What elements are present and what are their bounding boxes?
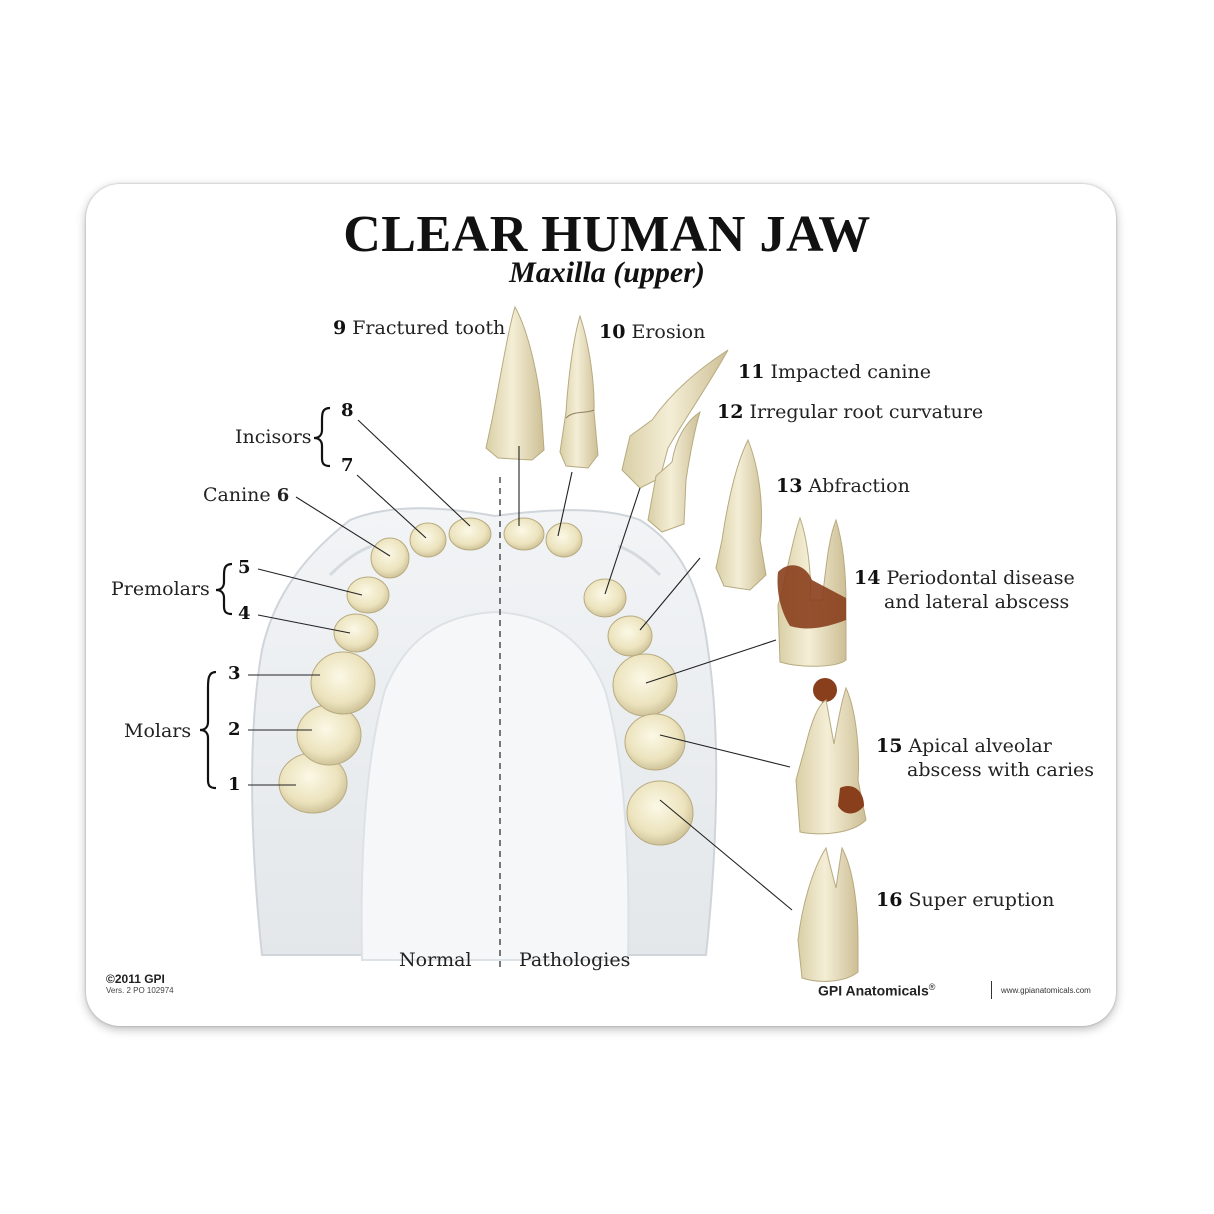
premolars-label: Premolars <box>111 578 210 600</box>
pathology-leader-lines <box>518 446 793 911</box>
group-braces <box>199 406 331 790</box>
normal-teeth <box>278 517 492 814</box>
version-code: Vers. 2 PO 102974 <box>106 986 174 995</box>
tooth-number-2: 2 <box>228 719 241 740</box>
molars-brace <box>199 670 217 790</box>
canine-text: Canine <box>203 484 271 506</box>
tooth-number-8: 8 <box>341 400 354 421</box>
tooth-number-5: 5 <box>238 557 251 578</box>
normal-leader-lines <box>248 419 471 786</box>
incisors-brace <box>313 406 331 468</box>
diagram-subtitle: Maxilla (upper) <box>509 256 705 289</box>
tooth-8 <box>448 517 492 551</box>
tooth-number-4: 4 <box>238 603 251 624</box>
canine-label: Canine 6 <box>203 483 289 508</box>
tooth-6 <box>370 537 410 579</box>
canine-number: 6 <box>276 485 290 506</box>
tooth-3 <box>310 651 376 715</box>
tooth-4 <box>333 613 379 653</box>
incisors-label: Incisors <box>235 426 312 448</box>
tooth-5 <box>346 576 390 614</box>
pathology-teeth <box>485 305 867 982</box>
molars-label: Molars <box>124 720 192 742</box>
registered-mark: ® <box>928 982 936 992</box>
footer-separator <box>991 981 992 999</box>
premolars-brace <box>215 562 233 616</box>
brand-name: GPI Anatomicals® <box>818 982 936 999</box>
tooth-number-1: 1 <box>228 774 241 795</box>
tooth-number-3: 3 <box>228 663 241 684</box>
pathology-arch-teeth <box>503 517 694 846</box>
pathologies-side-label: Pathologies <box>519 949 631 971</box>
diagram-title: CLEAR HUMAN JAW <box>343 206 871 263</box>
tooth-number-7: 7 <box>341 455 354 476</box>
pathology-label-14-line2: and lateral abscess <box>884 591 1070 613</box>
normal-side-label: Normal <box>399 949 472 971</box>
brand-url: www.gpianatomicals.com <box>1001 986 1091 995</box>
pathology-label-15-line2: abscess with caries <box>907 759 1095 781</box>
tooth-2 <box>296 704 362 766</box>
copyright: ©2011 GPI <box>106 972 165 986</box>
